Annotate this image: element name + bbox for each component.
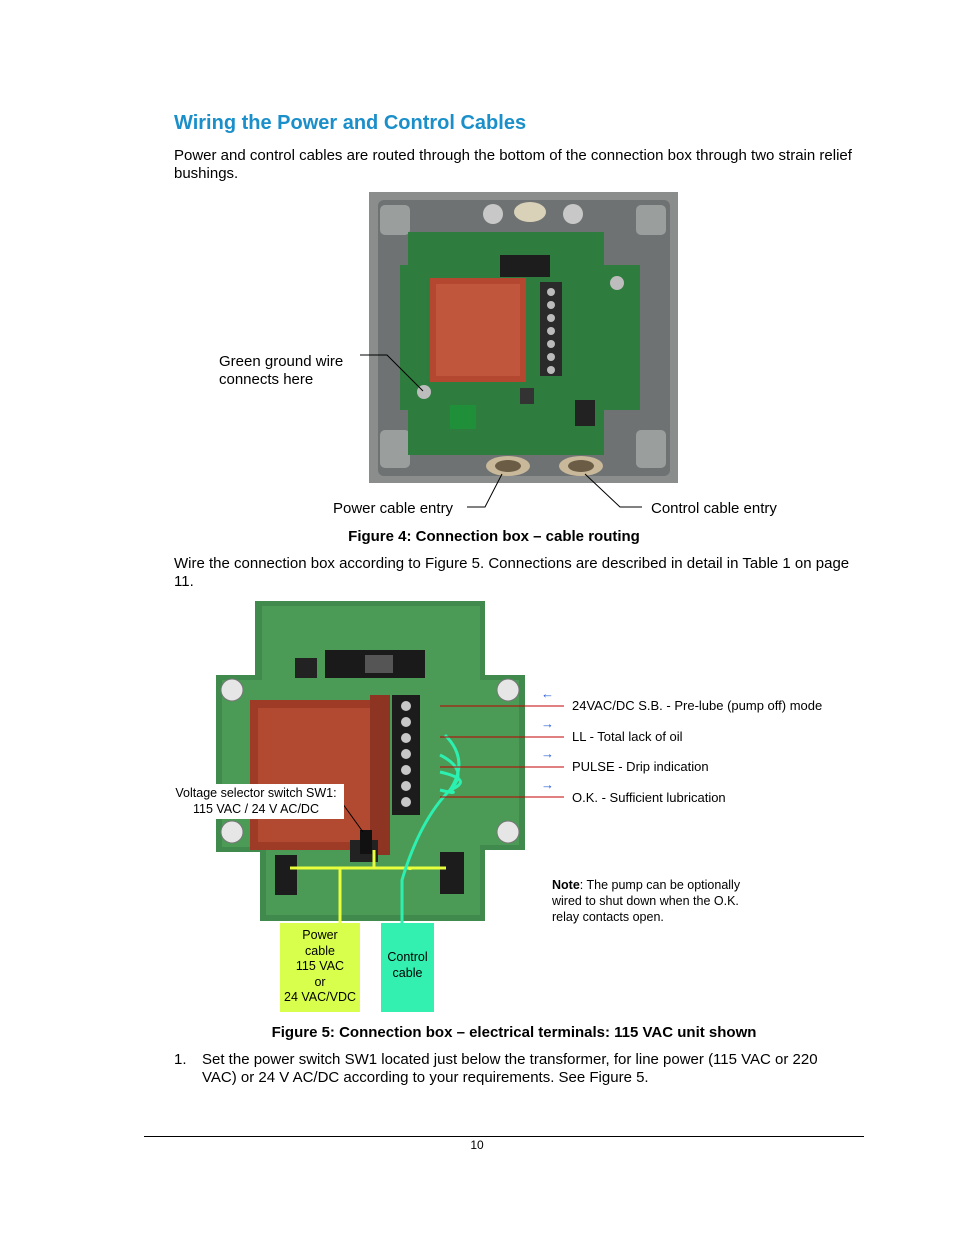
note-text: Note: The pump can be optionally wired t… [552, 877, 767, 925]
page-number: 10 [470, 1138, 484, 1152]
intro-paragraph: Power and control cables are routed thro… [174, 147, 852, 182]
terminal-label-ok: O.K. - Sufficient lubrication [572, 790, 726, 805]
sw1-switch [360, 830, 372, 854]
power-leader [467, 473, 503, 508]
callout-line: connects here [219, 371, 314, 388]
terminal-arrow-sb: ← [541, 686, 554, 701]
step-1-number: 1. [174, 1051, 187, 1068]
terminal-arrow-ll: → [541, 716, 554, 731]
ground-leader [360, 354, 424, 392]
label-line: cable [305, 943, 335, 958]
control-leader [584, 473, 642, 508]
terminal-arrow-ok: → [541, 777, 554, 792]
label-line: or [314, 974, 326, 989]
step-1-text: Set the power switch SW1 located just be… [202, 1051, 818, 1086]
terminal-label-ll: LL - Total lack of oil [572, 729, 683, 744]
note-label: Note [552, 878, 580, 892]
terminal-arrow-pulse: → [541, 746, 554, 761]
note-body: : The pump can be optionally wired to sh… [552, 878, 741, 924]
footer-rule [144, 1136, 864, 1137]
label-line: 115 VAC [295, 959, 345, 973]
label-line: 24 VAC/VDC [284, 990, 357, 1004]
power-entry-callout: Power cable entry [333, 500, 454, 517]
figure-5-caption: Figure 5: Connection box – electrical te… [271, 1024, 757, 1041]
control-entry-callout: Control cable entry [651, 500, 777, 517]
label-line: Power [302, 928, 338, 942]
label-line: Control [387, 950, 428, 964]
label-line: 115 VAC / 24 V AC/DC [193, 801, 319, 816]
terminal-label-sb: 24VAC/DC S.B. - Pre-lube (pump off) mode [572, 698, 823, 713]
section-heading: Wiring the Power and Control Cables [174, 112, 527, 134]
power-cable-label: Power cable 115 VAC or 24 VAC/VDC [280, 923, 360, 1012]
terminal-label-pulse: PULSE - Drip indication [572, 759, 709, 774]
label-line: cable [392, 965, 423, 980]
label-line: Voltage selector switch SW1: [175, 786, 337, 800]
control-cable-label: Control cable [381, 923, 434, 1012]
callout-line: Green ground wire [219, 353, 344, 370]
ground-wire-callout: Green ground wire connects here [219, 353, 343, 389]
voltage-selector-label: Voltage selector switch SW1: 115 VAC / 2… [168, 784, 344, 819]
figure-4-caption: Figure 4: Connection box – cable routing [348, 528, 640, 545]
wire-paragraph: Wire the connection box according to Fig… [174, 555, 850, 590]
